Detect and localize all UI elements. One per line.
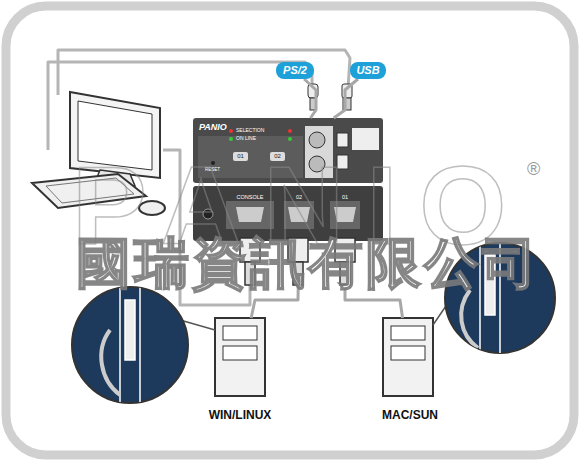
computer-set: [32, 92, 165, 215]
cable: [334, 79, 358, 118]
node-text: WIN/LINUX: [195, 408, 285, 422]
connector-badge: PS/2: [276, 62, 314, 79]
towers: [215, 318, 433, 396]
node-text: CONSOLE: [225, 193, 275, 200]
connector-badge: USB: [350, 62, 386, 79]
node-text: 01: [330, 193, 360, 200]
cable: [304, 79, 316, 118]
cable: [345, 285, 403, 318]
kvm-front: [193, 118, 383, 183]
inset-right: [433, 243, 555, 353]
watermark: PANIO: [72, 150, 528, 262]
node-text: PS/2: [276, 62, 314, 79]
indicator-label: SELECTION: [236, 128, 264, 133]
video-port: CONSOLE: [225, 193, 275, 285]
registered-mark: ®: [527, 160, 540, 178]
button-label: 01: [233, 153, 248, 159]
watermark: 國瑞資訊有限公司: [76, 236, 540, 291]
node-text: 02: [284, 193, 314, 200]
computer-tower: WIN/LINUX: [195, 318, 285, 422]
video-port: 01: [330, 193, 360, 285]
node-text: USB: [350, 62, 386, 79]
cable: [251, 285, 298, 318]
computer-tower: MAC/SUN: [358, 318, 462, 422]
button-label: 02: [270, 153, 285, 159]
kvm-back: [193, 186, 383, 285]
node-text: MAC/SUN: [358, 408, 462, 422]
video-port: 02: [284, 193, 314, 285]
frame: [6, 6, 574, 455]
inset-left: [72, 287, 215, 405]
button-label: RESET: [205, 168, 220, 173]
indicator-label: ON LINE: [236, 136, 256, 141]
kvm-front-panel: PANIO: [193, 118, 383, 183]
node-text: PANIO: [193, 118, 383, 132]
